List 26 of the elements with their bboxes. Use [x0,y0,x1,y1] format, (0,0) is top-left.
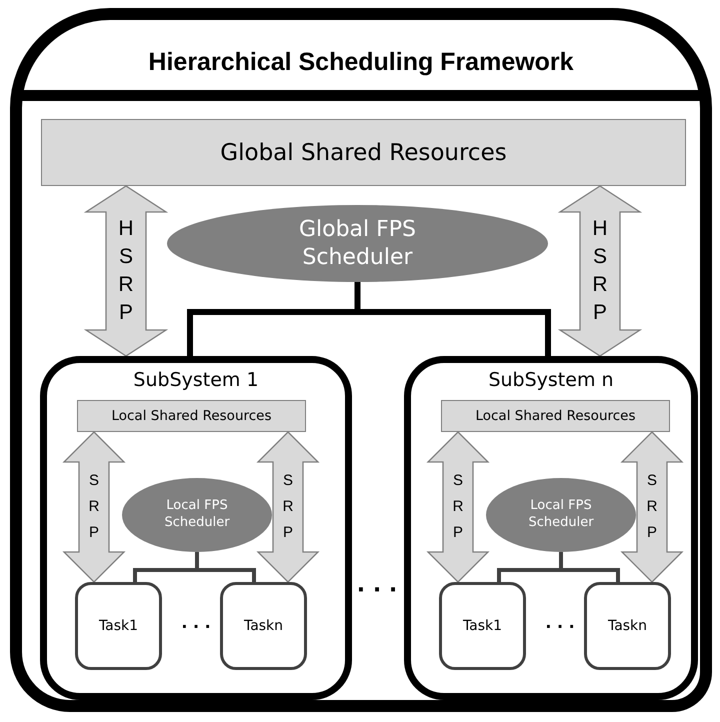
scheduler-label: Local FPS Scheduler [527,498,595,532]
ellipsis-mark: · · · [545,616,575,636]
shared-resources-bar [41,119,686,186]
ellipsis-mark: · · · [181,616,211,636]
subsystem-title: SubSystem n [488,369,614,391]
ellipsis-mark: · · · [356,578,398,602]
resources-label: Local Shared Resources [475,408,636,424]
framework-container [10,8,712,712]
task-box [584,582,671,670]
scheduler-label: Local FPS Scheduler [163,498,231,532]
task-label: Taskn [608,618,648,634]
subsystem-box [40,356,352,700]
task-label: Task1 [98,618,138,634]
shared-resources-bar [441,400,670,432]
task-box [75,582,162,670]
task-box [220,582,307,670]
scheduler-label: Global FPS Scheduler [298,216,418,271]
subsystem-title: SubSystem 1 [133,369,259,391]
task-label: Task1 [462,618,502,634]
subsystem-box [404,356,698,700]
shared-resources-bar [77,400,306,432]
task-box [439,582,526,670]
framework-title: Hierarchical Scheduling Framework [148,48,574,77]
resources-label: Global Shared Resources [220,140,507,166]
task-label: Taskn [244,618,284,634]
resources-label: Local Shared Resources [111,408,272,424]
